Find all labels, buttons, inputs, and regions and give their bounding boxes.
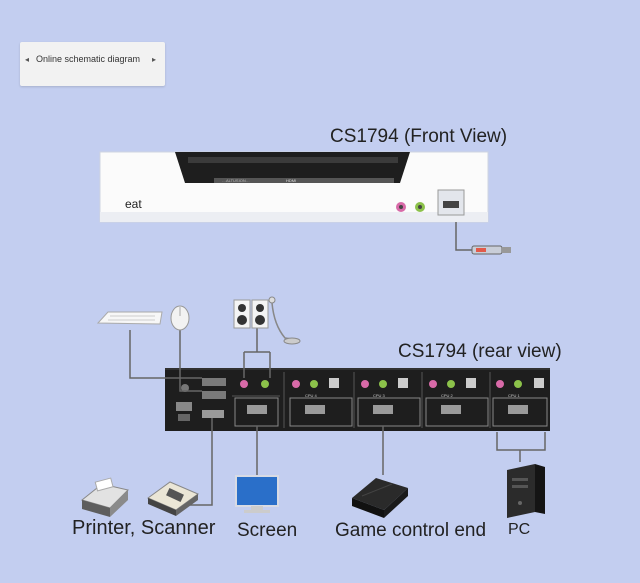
usb-drive-icon: [471, 245, 511, 255]
info-tag-text: Online schematic diagram: [36, 54, 141, 64]
game-console-icon: [352, 478, 408, 518]
rear-view-device: CPU 4 CPU 3 CPU 2 CPU 1: [165, 368, 550, 431]
rear-port-label-2: CPU 3: [373, 393, 386, 398]
tag-left-arrow: ◂: [25, 55, 30, 64]
keyboard-icon: [96, 311, 163, 325]
scanner-icon: [146, 481, 200, 516]
rear-port-label-3: CPU 2: [441, 393, 454, 398]
rear-port-label-1: CPU 4: [305, 393, 318, 398]
pc-label: PC: [508, 521, 531, 538]
printer-icon: [80, 477, 129, 517]
game-control-label: Game control end: [335, 520, 487, 541]
printer-scanner-label: Printer, Scanner: [72, 517, 216, 539]
rear-port-label-4: CPU 1: [508, 393, 521, 398]
front-view-device: …ALTUSION… HDMI: [99, 151, 489, 223]
mouse-icon: [170, 305, 190, 331]
front-slot-text-left: …ALTUSION…: [222, 178, 250, 183]
front-view-title: CS1794 (Front View): [330, 126, 508, 147]
front-device-label: eat: [125, 197, 142, 211]
speakers-icon: [233, 299, 269, 329]
screen-label: Screen: [237, 520, 298, 541]
monitor-icon: [235, 475, 279, 513]
tag-right-arrow: ▸: [152, 55, 157, 64]
pc-tower-icon: [507, 464, 545, 518]
info-tag: [20, 42, 165, 86]
rear-view-title: CS1794 (rear view): [398, 341, 562, 362]
microphone-icon: [268, 296, 301, 345]
front-slot-text-mid: HDMI: [286, 178, 296, 183]
